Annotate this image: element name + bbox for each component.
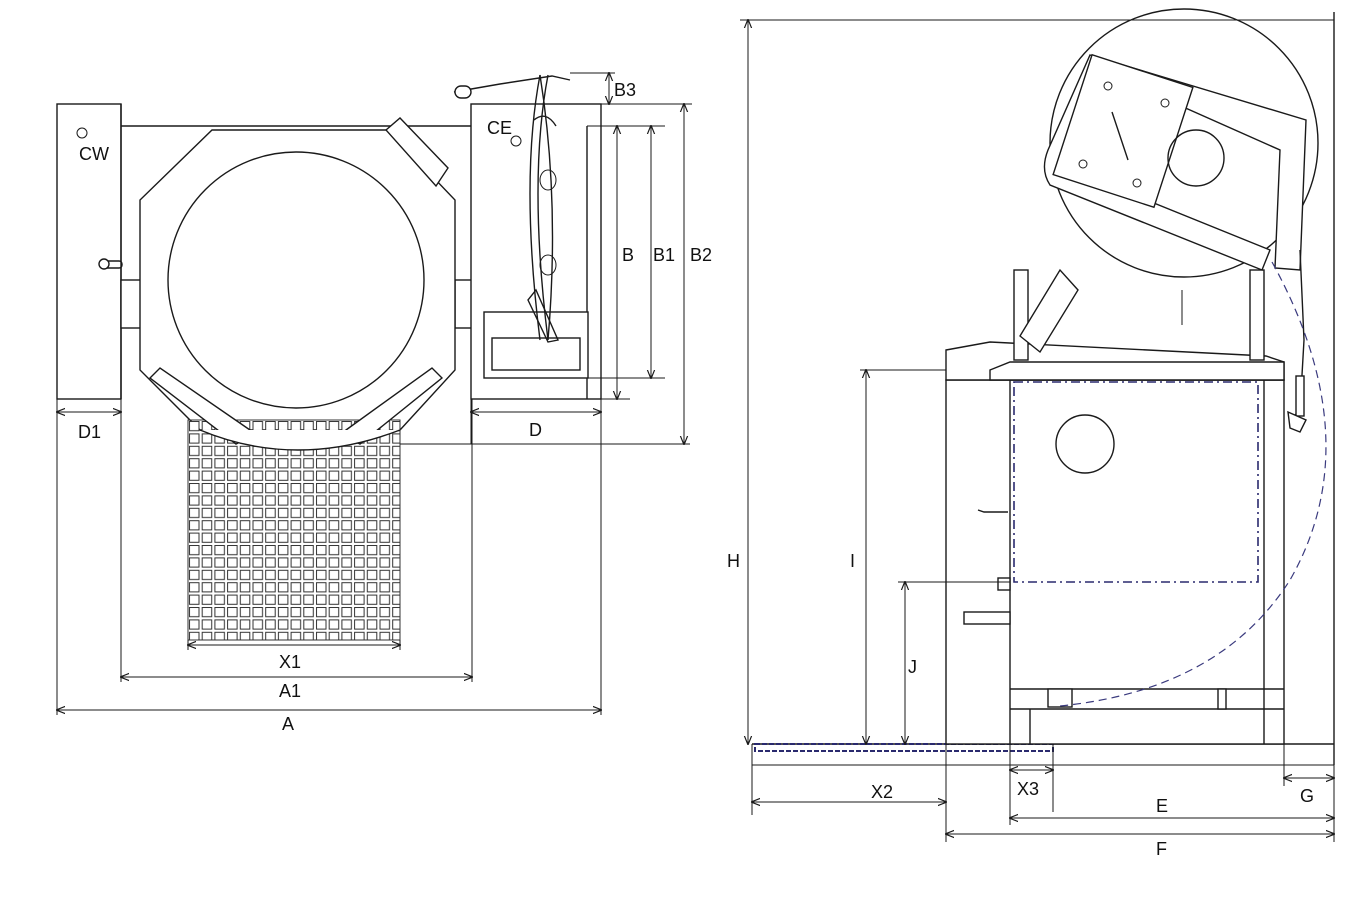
label-I: I: [850, 551, 855, 571]
label-D1: D1: [78, 422, 101, 442]
label-J: J: [908, 657, 917, 677]
side-view: [751, 8, 1335, 815]
side-dimensions: [740, 20, 1334, 842]
label-B2: B2: [690, 245, 712, 265]
front-view: [56, 74, 602, 641]
label-X3: X3: [1017, 779, 1039, 799]
label-B1: B1: [653, 245, 675, 265]
label-B: B: [622, 245, 634, 265]
label-F: F: [1156, 839, 1167, 859]
label-X2: X2: [871, 782, 893, 802]
tub-outline: [1013, 381, 1259, 583]
swing-arc: [1059, 261, 1327, 707]
dimension-labels: A A1 X1 D1 CW CE D B B1 B2 B3 H I J X2 X…: [78, 80, 1314, 859]
label-CW: CW: [79, 144, 109, 164]
label-E: E: [1156, 796, 1168, 816]
front-dimensions: [57, 73, 692, 715]
label-A: A: [282, 714, 294, 734]
label-H: H: [727, 551, 740, 571]
label-CE: CE: [487, 118, 512, 138]
label-G: G: [1300, 786, 1314, 806]
label-A1: A1: [279, 681, 301, 701]
drum-door: [167, 151, 425, 409]
label-D: D: [529, 420, 542, 440]
machine-body: [945, 379, 1285, 745]
ce-connection: [510, 135, 522, 147]
wash-grid: [187, 419, 401, 641]
left-housing: [56, 103, 122, 400]
label-B3: B3: [614, 80, 636, 100]
cw-connection: [76, 127, 88, 139]
label-X1: X1: [279, 652, 301, 672]
